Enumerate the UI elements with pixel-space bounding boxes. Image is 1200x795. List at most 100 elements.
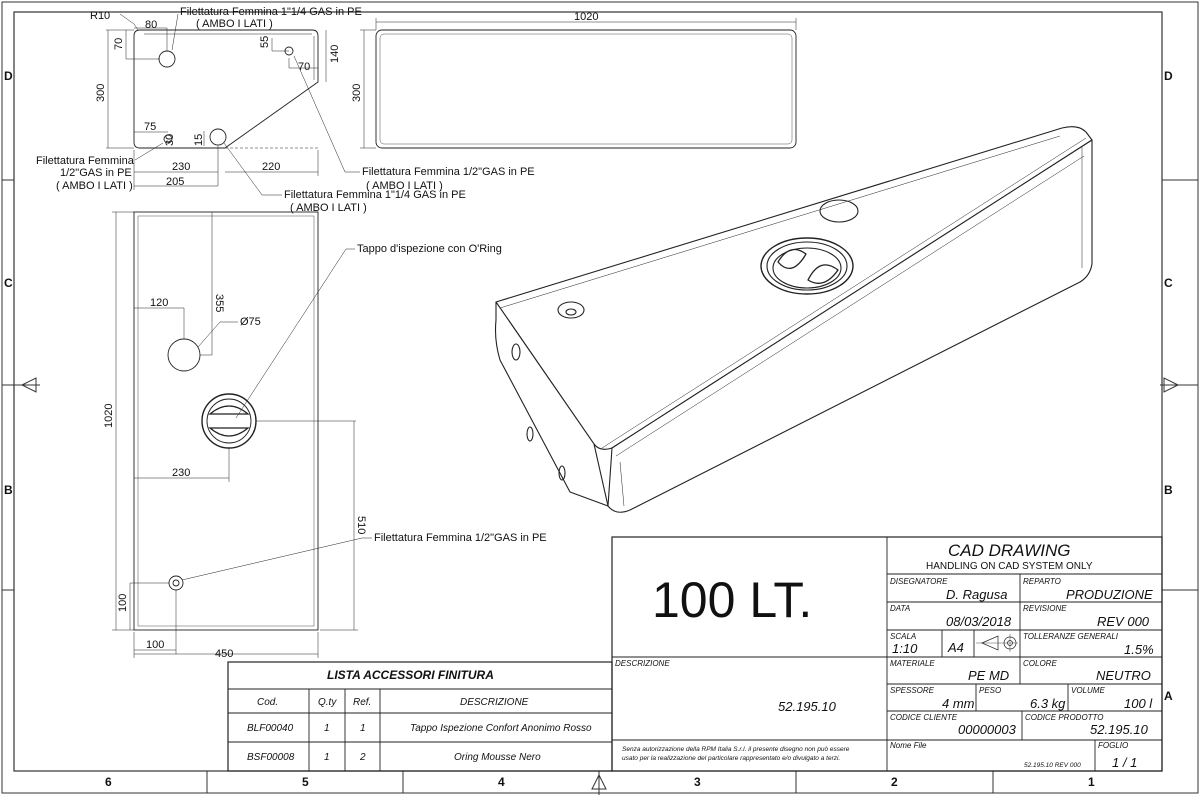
note-label: ( AMBO I LATI ) [196,18,273,30]
volume-value: 100 l [1124,696,1153,711]
dim-label: 100 [117,594,129,612]
description-value: 52.195.10 [778,699,837,714]
note-label: Filettatura Femmina [36,155,135,167]
plan-view-labels: 1020 450 355 120 Ø75 230 510 100 100 Tap… [103,243,547,660]
dim-label: 15 [193,134,205,146]
iso-hole [819,199,859,223]
color-value: NEUTRO [1096,668,1151,683]
iso-hole [511,343,521,361]
zone-row-label: D [1164,69,1173,83]
field-label: Nome File [890,741,927,750]
dim-label: 230 [172,467,190,479]
dim-label: Ø75 [240,316,261,328]
zone-row-label: C [1164,276,1173,290]
field-label: CODICE PRODOTTO [1025,713,1104,722]
dim-label: 510 [355,516,367,534]
note-label: Filettatura Femmina 1/2"GAS in PE [362,166,535,178]
designer-value: D. Ragusa [946,587,1007,602]
table-cell: 1 [324,723,330,734]
zone-labels: D D C C B B A 6 5 4 3 2 1 [4,69,1173,789]
note-label: Filettatura Femmina 1"1/4 GAS in PE [180,6,362,18]
table-header: Cod. [257,697,278,708]
iso-hole [557,301,585,319]
note-label: Filettatura Femmina 1/2"GAS in PE [374,532,547,544]
dim-label: 30 [164,134,176,146]
field-label: DESCRIZIONE [615,659,670,668]
field-label: VOLUME [1071,686,1105,695]
zone-col-label: 4 [498,775,505,789]
note-label: ( AMBO I LATI ) [56,180,133,192]
field-label: SPESSORE [890,686,935,695]
dim-label: 70 [113,38,125,50]
dim-label: 120 [150,297,168,309]
table-cell: BSF00008 [247,752,295,763]
field-label: FOGLIO [1098,741,1128,750]
plan-view-fitting [168,575,184,591]
note-label: Tappo d'ispezione con O'Ring [357,243,502,255]
table-cell: 1 [324,752,330,763]
field-label: DATA [890,604,910,613]
paper-value: A4 [947,640,964,655]
dim-label: 75 [144,121,156,133]
material-value: PE MD [968,668,1009,683]
note-label: Filettatura Femmina 1"1/4 GAS in PE [284,189,466,201]
dim-label: 300 [351,84,363,102]
iso-hole [526,426,534,442]
top-view-fitting-hole [209,128,227,146]
title-block-text: 100 LT. CAD DRAWING HANDLING ON CAD SYST… [615,541,1154,770]
table-row: BSF00008 1 2 Oring Mousse Nero [247,752,541,763]
zone-row-label: A [1164,689,1173,703]
dim-label: 300 [95,84,107,102]
field-label: REVISIONE [1023,604,1067,613]
department-value: PRODUZIONE [1066,587,1153,602]
zone-col-label: 1 [1088,775,1095,789]
disclaimer: usato per la realizzazione del particola… [622,755,840,762]
dim-label: 1020 [103,404,115,428]
top-view-fitting-hole [163,134,173,144]
zone-row-label: B [4,483,13,497]
dim-label: 55 [259,36,271,48]
dim-label: 100 [146,639,164,651]
disclaimer: Senza autorizzazione della RPM Italia S.… [622,746,850,753]
iso-hole [558,465,566,481]
side-view-outline [375,29,797,149]
field-label: CODICE CLIENTE [890,713,958,722]
table-cell: 1 [360,723,366,734]
plan-view [112,211,372,658]
field-label: COLORE [1023,659,1057,668]
date-value: 08/03/2018 [946,614,1012,629]
big-title: 100 LT. [652,572,812,628]
zone-col-label: 5 [302,775,309,789]
top-view [106,13,360,196]
dim-label: 80 [145,19,157,31]
client-code-value: 00000003 [958,722,1017,737]
table-header: Q.ty [318,697,337,708]
table-header: Ref. [353,697,371,708]
table-cell: 2 [359,752,366,763]
dim-label: 450 [215,648,233,660]
centering-marks [2,377,1198,795]
note-label: ( AMBO I LATI ) [366,180,443,192]
field-label: SCALA [890,632,916,641]
projection-symbol [976,634,1018,652]
dim-label: 205 [166,176,184,188]
title-block [611,536,1163,772]
iso-end-face [494,301,609,507]
zone-col-label: 3 [694,775,701,789]
dim-label: 220 [262,161,280,173]
side-view [360,18,797,149]
field-label: DISEGNATORE [890,577,948,586]
accessories-table [227,661,613,772]
table-cell: Oring Mousse Nero [454,752,541,763]
file-name-value: 52.195.10 REV 000 [1024,762,1081,769]
dim-label: 355 [213,294,225,312]
title-heading: CAD DRAWING [948,541,1070,560]
top-view-outline [133,29,319,149]
table-row: BLF00040 1 1 Tappo Ispezione Confort Ano… [247,723,592,734]
note-label: 1/2"GAS in PE [60,167,132,179]
field-label: PESO [979,686,1001,695]
sheet-value: 1 / 1 [1112,755,1137,770]
dim-label: 140 [329,45,341,63]
zone-col-label: 2 [891,775,898,789]
